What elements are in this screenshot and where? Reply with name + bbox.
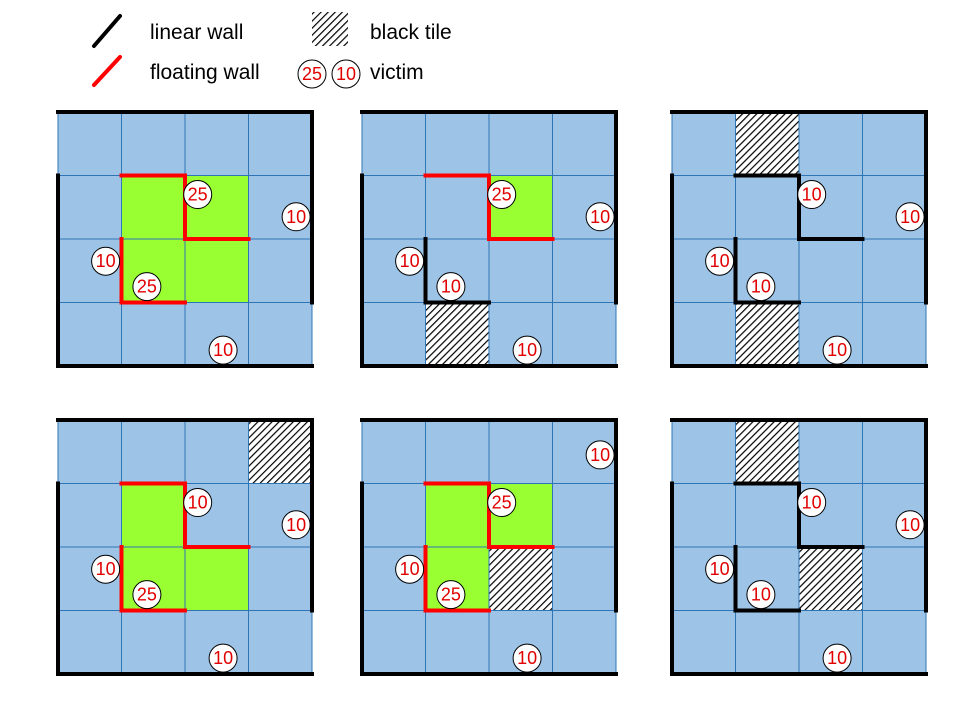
green-tile (425, 483, 489, 547)
victim-10: 10 (395, 554, 425, 584)
svg-text:10: 10 (590, 207, 610, 227)
svg-text:25: 25 (492, 493, 512, 513)
svg-text:10: 10 (751, 277, 771, 297)
victim-10: 10 (512, 335, 542, 365)
victim-10: 10 (797, 180, 827, 210)
victim-10: 10 (585, 440, 615, 470)
svg-text:10: 10 (213, 340, 233, 360)
floating-wall-swatch (92, 55, 122, 87)
black-tile (425, 302, 489, 366)
maze-5: 10 25 10 25 10 (360, 418, 618, 676)
black-tile (735, 420, 799, 484)
victim-10: 10 (512, 643, 542, 673)
green-tile (121, 483, 185, 547)
victim-10: 10 (208, 643, 238, 673)
svg-text:10: 10 (827, 340, 847, 360)
svg-text:10: 10 (590, 445, 610, 465)
victim-10: 10 (395, 246, 425, 276)
svg-text:25: 25 (441, 585, 461, 605)
svg-text:10: 10 (802, 493, 822, 513)
victim-10: 10 (585, 202, 615, 232)
svg-text:10: 10 (188, 493, 208, 513)
black-tile (799, 547, 863, 611)
victim-10: 10 (91, 246, 121, 276)
svg-text:25: 25 (492, 185, 512, 205)
maze-4: 10 10 10 25 10 (56, 418, 314, 676)
svg-text:10: 10 (286, 207, 306, 227)
linear-wall-swatch (92, 14, 122, 48)
svg-text:10: 10 (96, 559, 116, 579)
mazes-grid: 2510102510251010101010101010101010102510… (56, 110, 928, 676)
legend-linear-wall-label: linear wall (150, 21, 243, 44)
victim-25: 25 (487, 488, 517, 518)
legend-victim-label: victim (370, 61, 424, 84)
black-tile-swatch (312, 12, 348, 46)
maze-3: 10 10 10 10 10 (670, 110, 928, 368)
victim-10: 10 (705, 554, 735, 584)
svg-text:10: 10 (213, 648, 233, 668)
victim-10: 10 (822, 335, 852, 365)
victim-25: 25 (487, 180, 517, 210)
black-tile (489, 547, 553, 611)
victim-10: 10 (281, 510, 311, 540)
victim-10: 10 (436, 272, 466, 302)
svg-text:25: 25 (302, 64, 322, 84)
svg-text:10: 10 (710, 559, 730, 579)
black-tile (735, 302, 799, 366)
svg-text:25: 25 (188, 185, 208, 205)
svg-text:10: 10 (336, 64, 356, 84)
svg-text:10: 10 (96, 251, 116, 271)
victim-10: 10 (895, 510, 925, 540)
svg-text:10: 10 (802, 185, 822, 205)
green-tile (185, 239, 249, 303)
maze-1: 25 10 10 25 10 (56, 110, 314, 368)
victim-10: 10 (746, 580, 776, 610)
legend: linear wall floating wall black tile 25 … (92, 12, 452, 89)
svg-text:10: 10 (517, 340, 537, 360)
victim-swatch-10: 10 (331, 59, 361, 89)
svg-text:10: 10 (900, 515, 920, 535)
legend-black-tile-label: black tile (370, 21, 452, 44)
black-tile (735, 112, 799, 176)
victim-10: 10 (91, 554, 121, 584)
victim-10: 10 (895, 202, 925, 232)
legend-floating-wall-label: floating wall (150, 61, 260, 84)
black-tile (248, 420, 312, 484)
green-tile (121, 175, 185, 239)
victim-25: 25 (132, 272, 162, 302)
svg-text:25: 25 (137, 585, 157, 605)
victim-10: 10 (183, 488, 213, 518)
victim-25: 25 (183, 180, 213, 210)
maze-6: 10 10 10 10 10 (670, 418, 928, 676)
svg-text:10: 10 (710, 251, 730, 271)
victim-10: 10 (797, 488, 827, 518)
victim-10: 10 (281, 202, 311, 232)
svg-text:10: 10 (517, 648, 537, 668)
victim-10: 10 (705, 246, 735, 276)
svg-text:10: 10 (286, 515, 306, 535)
svg-text:10: 10 (751, 585, 771, 605)
svg-text:25: 25 (137, 277, 157, 297)
victim-swatch-25: 25 (297, 59, 327, 89)
victim-10: 10 (822, 643, 852, 673)
svg-text:10: 10 (400, 251, 420, 271)
victim-10: 10 (746, 272, 776, 302)
svg-text:10: 10 (441, 277, 461, 297)
svg-text:10: 10 (827, 648, 847, 668)
victim-25: 25 (132, 580, 162, 610)
victim-25: 25 (436, 580, 466, 610)
victim-10: 10 (208, 335, 238, 365)
svg-text:10: 10 (400, 559, 420, 579)
svg-text:10: 10 (900, 207, 920, 227)
green-tile (185, 547, 249, 611)
maze-2: 25 10 10 10 10 (360, 110, 618, 368)
